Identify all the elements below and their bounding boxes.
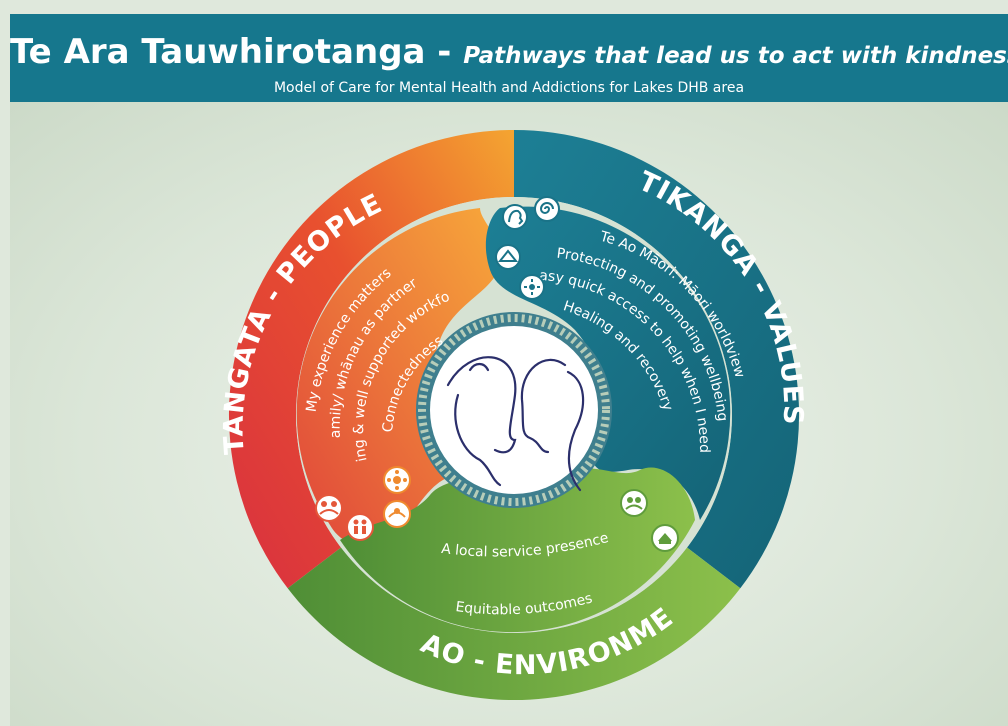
values-inner-lobe (485, 206, 731, 521)
hongi-illustration-icon (446, 356, 585, 492)
values-outer-segment (514, 130, 800, 589)
hands-icon (383, 500, 411, 528)
people-group-icon (315, 494, 343, 522)
community-icon (620, 489, 648, 517)
connected-circle-icon (383, 466, 411, 494)
head-profile-icon (502, 204, 528, 230)
environment-outer-segment (287, 547, 741, 701)
title-tagline: Pathways that lead us to act with kindne… (463, 43, 1008, 69)
title-main: Te Ara Tauwhirotanga - (10, 32, 464, 72)
header-banner: Te Ara Tauwhirotanga - Pathways that lea… (10, 14, 1008, 102)
building-people-icon (651, 524, 679, 552)
spiral-icon (534, 196, 560, 222)
shelter-icon (495, 244, 521, 270)
page-title: Te Ara Tauwhirotanga - Pathways that lea… (10, 32, 1008, 72)
people-outer-segment (228, 130, 514, 589)
environment-inner-lobe (340, 467, 695, 633)
family-icon (346, 513, 374, 541)
page-subtitle: Model of Care for Mental Health and Addi… (273, 80, 745, 96)
center-ring-pattern (418, 314, 610, 506)
sunburst-icon (519, 274, 545, 300)
